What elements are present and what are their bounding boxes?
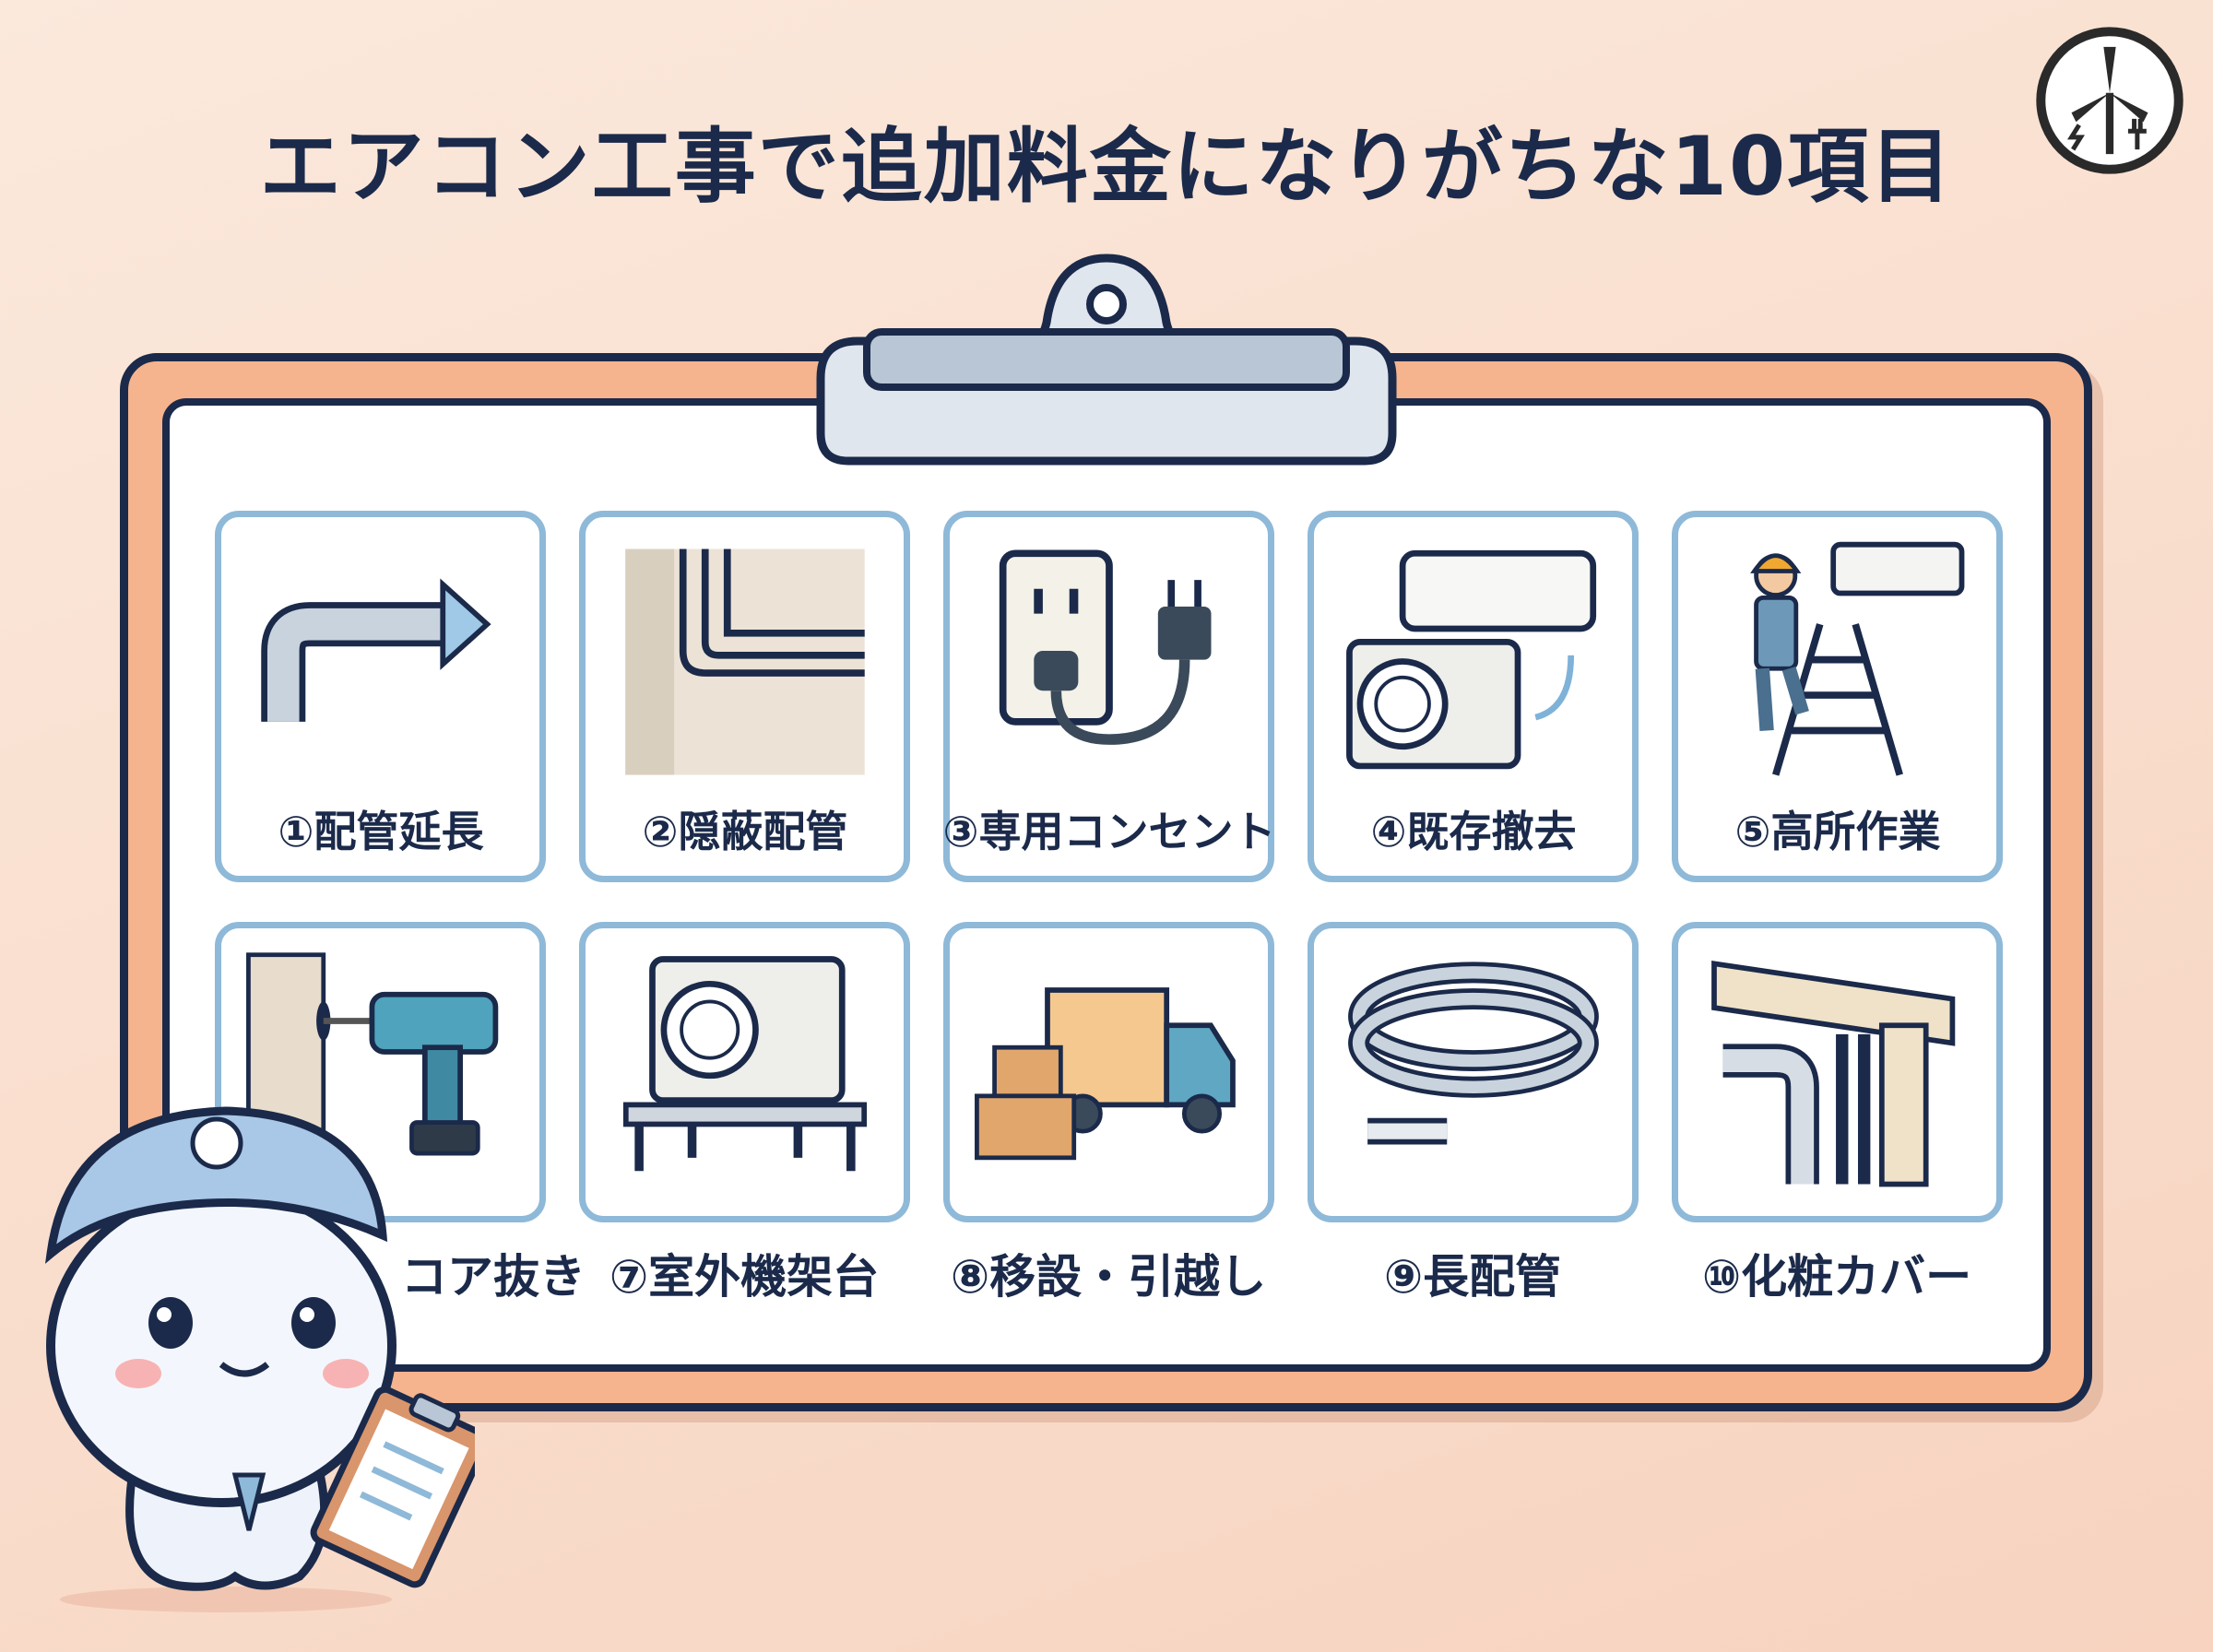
item-card-dedicated-outlet: ③専用コンセント — [943, 511, 1275, 882]
item-label: ⑤高所作業 — [1734, 807, 1941, 856]
item-label: ⑦室外機架台 — [609, 1250, 880, 1304]
outlet-plug-icon — [999, 549, 1212, 745]
item-card-high-work: ⑤高所作業 — [1672, 511, 2003, 882]
item-card-removal: ④既存撤去 — [1308, 511, 1639, 882]
item-card-concealed-pipe: ②隠蔽配管 — [579, 511, 910, 882]
drill-icon — [246, 952, 499, 1178]
ladder-worker-icon — [1750, 541, 1965, 776]
item-card-decorative-cover — [1672, 922, 2003, 1222]
item-label: ⑩化粧カバー — [1701, 1250, 1972, 1304]
outdoor-unit-stand-icon — [622, 956, 868, 1172]
pipe-cover-icon — [1711, 960, 1956, 1187]
mascot-character — [45, 1106, 475, 1612]
item-card-pipe-extension: ①配管延長 — [215, 511, 546, 882]
item-label: ⑧移設・引越し — [950, 1250, 1267, 1304]
clipboard-clip — [816, 254, 1397, 466]
item-label: ④既存撤去 — [1370, 807, 1577, 856]
item-label: ②隠蔽配管 — [642, 807, 848, 856]
page-title: エアコン工事で追加料金になりがちな10項目 — [259, 119, 1954, 214]
ac-removal-icon — [1346, 549, 1597, 770]
concealed-pipe-icon — [625, 549, 865, 775]
item-label: ③専用コンセント — [942, 807, 1276, 856]
moving-truck-icon — [975, 987, 1236, 1161]
item-label: ①配管延長 — [278, 807, 484, 856]
item-card-outdoor-stand — [579, 922, 910, 1222]
item-label: ⑨長配管 — [1383, 1250, 1562, 1304]
coiled-pipe-icon — [1348, 962, 1599, 1145]
pipe-extension-icon — [261, 578, 491, 722]
item-card-long-pipe — [1308, 922, 1639, 1222]
item-card-relocation — [943, 922, 1274, 1222]
wind-turbine-plug-icon — [2036, 27, 2183, 174]
item-label: コア抜き — [401, 1250, 586, 1304]
